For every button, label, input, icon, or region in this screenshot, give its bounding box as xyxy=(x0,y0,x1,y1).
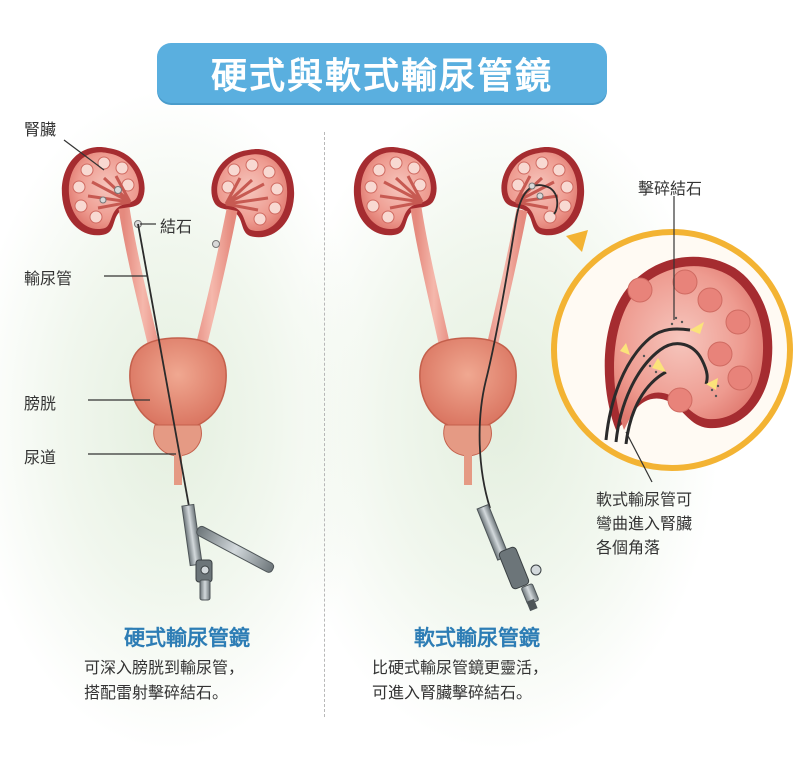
flex-note-pointer xyxy=(625,431,653,483)
bladder-label: 膀胱 xyxy=(24,394,57,413)
right-caption-title: 軟式輸尿管鏡 xyxy=(414,626,540,650)
rigid-scope xyxy=(181,503,275,601)
right-bladder xyxy=(419,337,517,431)
stone-label: 結石 xyxy=(160,217,193,236)
right-kidney-2 xyxy=(499,145,586,237)
left-bladder xyxy=(129,337,227,431)
panel-divider xyxy=(324,132,325,717)
left-caption-line-1: 可深入膀胱到輸尿管， xyxy=(84,658,245,677)
left-caption-title: 硬式輸尿管鏡 xyxy=(124,626,250,650)
kidney-pointer xyxy=(63,139,105,171)
right-caption-line-2: 可進入腎臟擊碎結石。 xyxy=(372,683,533,702)
left-urethra xyxy=(174,450,182,485)
stone-kidney xyxy=(114,186,122,194)
kidney-label: 腎臟 xyxy=(24,120,57,139)
flexible-scope xyxy=(476,503,542,612)
stone-ureter-2 xyxy=(212,240,220,248)
ureter-label: 輸尿管 xyxy=(24,269,73,288)
stone-right-kidney-2 xyxy=(536,192,544,200)
left-kidney xyxy=(60,145,147,237)
page-title: 硬式與軟式輸尿管鏡 xyxy=(157,43,607,103)
zoom-detail xyxy=(551,229,793,471)
flex-note-line-2: 彎曲進入腎臟 xyxy=(596,514,693,533)
zoom-arrow xyxy=(566,230,588,252)
left-caption-line-2: 搭配雷射擊碎結石。 xyxy=(84,683,229,702)
right-caption-line-1: 比硬式輸尿管鏡更靈活， xyxy=(372,658,549,677)
crush-stone-label: 擊碎結石 xyxy=(638,179,703,198)
rigid-scope-shaft xyxy=(137,223,191,513)
stone-right-kidney xyxy=(528,182,536,190)
flex-note-line-1: 軟式輸尿管可 xyxy=(596,490,693,509)
flexible-scope-shaft xyxy=(478,184,559,509)
flex-note-line-3: 各個角落 xyxy=(596,538,661,557)
right-kidney xyxy=(352,145,439,237)
right-urethra xyxy=(464,450,472,485)
stone-kidney-2 xyxy=(99,196,107,204)
urethra-label: 尿道 xyxy=(24,448,57,467)
